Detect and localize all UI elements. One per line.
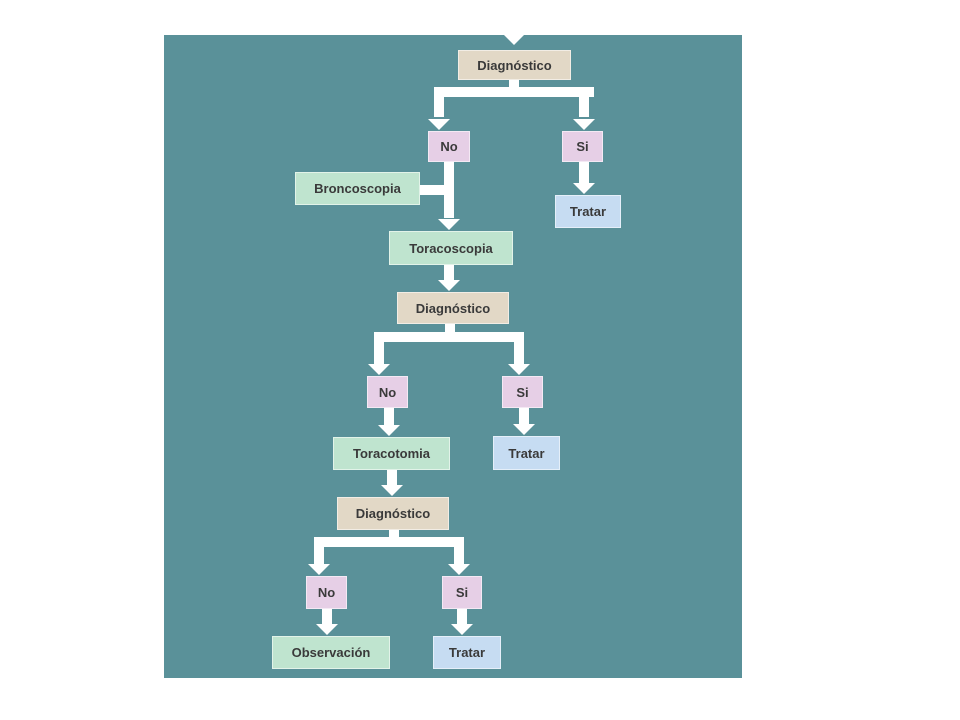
diagnostic-node-2: Diagnóstico [397,292,509,324]
connector-segment-13 [420,185,444,195]
connector-segment-3 [509,80,519,92]
decision-si-node-1: Si [562,131,603,162]
arrowhead-10 [573,183,595,194]
connector-segment-4 [434,87,594,97]
treat-node-2: Tratar [493,436,560,470]
arrowhead-15 [438,280,460,291]
connector-segment-29 [314,537,464,547]
connector-segment-22 [384,408,394,425]
arrowhead-23 [378,425,400,436]
connector-segment-16 [445,324,455,336]
connector-segment-32 [454,537,464,564]
flowchart-panel: Diagnóstico No Si Broncoscopia Tratar To… [164,35,742,678]
arrowhead-27 [381,485,403,496]
decision-no-node-3: No [306,576,347,609]
connector-segment-7 [579,87,589,117]
connector-segment-17 [374,332,524,342]
toracotomia-node: Toracotomia [333,437,450,470]
connector-segment-9 [579,162,589,183]
decision-si-node-3: Si [442,576,482,609]
arrowhead-25 [513,424,535,435]
arrowhead-6 [428,119,450,130]
arrowhead-37 [451,624,473,635]
connector-segment-11 [444,162,454,218]
connector-segment-34 [322,609,332,624]
observacion-node: Observación [272,636,390,669]
arrowhead-33 [448,564,470,575]
connector-segment-2 [509,35,519,37]
connector-segment-36 [457,609,467,624]
arrowhead-12 [438,219,460,230]
connector-segment-20 [514,332,524,364]
arrowhead-8 [573,119,595,130]
connector-segment-26 [387,470,397,485]
diagnostic-node-1: Diagnóstico [458,50,571,80]
connector-segment-14 [444,265,454,280]
broncoscopia-node: Broncoscopia [295,172,420,205]
diagnostic-node-3: Diagnóstico [337,497,449,530]
arrowhead-19 [368,364,390,375]
arrowhead-35 [316,624,338,635]
arrowhead-31 [308,564,330,575]
arrowhead-21 [508,364,530,375]
arrowhead-1 [504,35,524,45]
connector-segment-18 [374,332,384,364]
treat-node-1: Tratar [555,195,621,228]
connector-arrows [308,35,595,635]
treat-node-3: Tratar [433,636,501,669]
toracoscopia-node: Toracoscopia [389,231,513,265]
connector-segment-5 [434,87,444,117]
connector-segment-24 [519,408,529,424]
decision-si-node-2: Si [502,376,543,408]
connector-segment-28 [389,530,399,540]
decision-no-node-1: No [428,131,470,162]
connector-segment-30 [314,537,324,564]
decision-no-node-2: No [367,376,408,408]
